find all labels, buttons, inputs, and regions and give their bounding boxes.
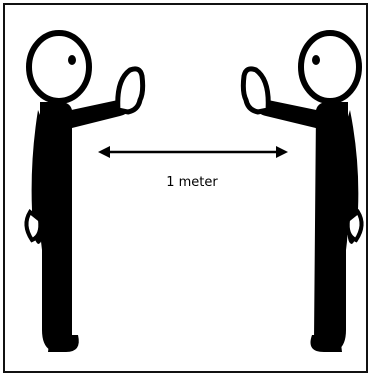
right-person-palm: [243, 69, 268, 112]
arrow-head-left: [98, 146, 110, 158]
left-person-back-hand: [26, 212, 40, 240]
right-person-figure: [243, 33, 361, 352]
left-person-palm: [118, 69, 143, 112]
right-person-head: [301, 33, 359, 101]
left-person-head: [29, 33, 89, 101]
left-person-foot: [48, 335, 79, 352]
right-person-foot: [311, 335, 343, 352]
right-person-back-hand: [348, 212, 362, 240]
left-person-eye: [68, 55, 76, 65]
left-person-figure: [26, 33, 142, 352]
arrow-head-right: [276, 146, 288, 158]
right-person-body: [314, 102, 348, 350]
distance-label: 1 meter: [166, 175, 218, 190]
right-person-eye: [312, 55, 320, 65]
distance-arrow: [98, 146, 288, 158]
